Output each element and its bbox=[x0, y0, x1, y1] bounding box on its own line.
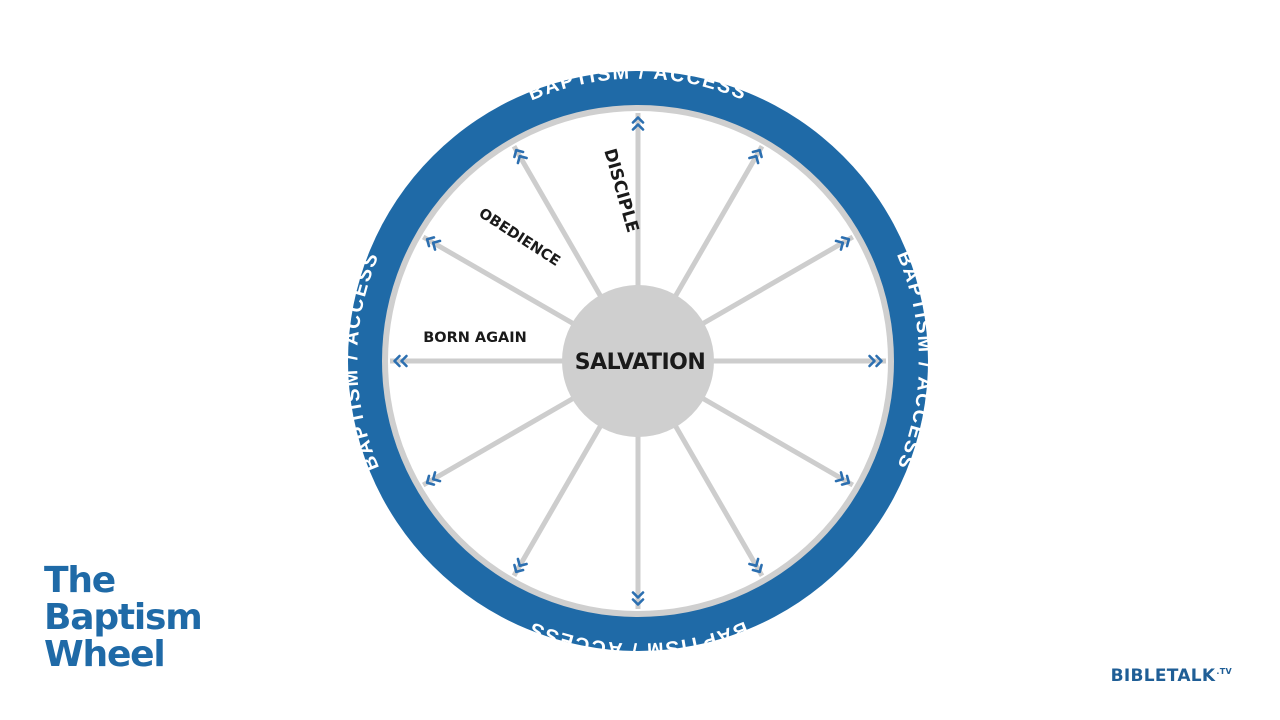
chevron-stroke bbox=[751, 148, 763, 159]
chevron-icon bbox=[868, 354, 883, 368]
spoke-6 bbox=[697, 234, 855, 329]
chevron-stroke bbox=[393, 354, 401, 368]
spokes-group bbox=[390, 113, 886, 609]
title-line-3: Wheel bbox=[44, 634, 166, 675]
chevron-icon bbox=[513, 557, 528, 574]
chevron-stroke bbox=[516, 154, 528, 165]
spoke-label-born-again: BORN AGAIN bbox=[423, 330, 527, 346]
chevron-stroke bbox=[631, 591, 645, 599]
spoke-2 bbox=[421, 234, 579, 329]
chevron-stroke bbox=[751, 563, 763, 574]
chevron-icon bbox=[834, 236, 851, 251]
brand-suffix: .TV bbox=[1216, 667, 1232, 676]
chevron-icon bbox=[748, 557, 763, 574]
chevron-icon bbox=[631, 116, 645, 131]
chevron-stroke bbox=[875, 354, 883, 368]
chevron-icon bbox=[834, 471, 851, 486]
chevron-stroke bbox=[840, 236, 851, 248]
chevron-stroke bbox=[400, 354, 408, 368]
chevron-stroke bbox=[631, 116, 645, 124]
chevron-stroke bbox=[516, 557, 528, 568]
chevron-icon bbox=[631, 591, 645, 606]
spoke-8 bbox=[697, 393, 855, 488]
chevron-stroke bbox=[748, 557, 760, 568]
spoke-5 bbox=[670, 144, 765, 302]
spoke-12 bbox=[421, 393, 579, 488]
chevron-stroke bbox=[631, 123, 645, 131]
spoke-11 bbox=[511, 420, 606, 578]
chevron-stroke bbox=[513, 563, 525, 574]
chevron-icon bbox=[425, 471, 442, 486]
chevron-stroke bbox=[425, 474, 436, 486]
chevron-icon bbox=[393, 354, 408, 368]
chevron-stroke bbox=[748, 154, 760, 165]
chevron-stroke bbox=[834, 471, 845, 483]
chevron-stroke bbox=[425, 236, 436, 248]
chevron-stroke bbox=[513, 148, 525, 159]
slide-title: The Baptism Wheel bbox=[44, 560, 203, 675]
title-line-1: The bbox=[44, 560, 116, 601]
bibletalk-logo: BIBLETALK.TV bbox=[1111, 666, 1232, 686]
chevron-stroke bbox=[834, 239, 845, 251]
brand-name: BIBLETALK bbox=[1110, 666, 1216, 686]
chevron-stroke bbox=[431, 239, 442, 251]
chevron-stroke bbox=[868, 354, 876, 368]
chevrons-group bbox=[393, 116, 883, 606]
chevron-stroke bbox=[631, 598, 645, 606]
chevron-stroke bbox=[431, 471, 442, 483]
spoke-9 bbox=[670, 420, 765, 578]
hub-label: SALVATION bbox=[575, 350, 706, 375]
title-line-2: Baptism bbox=[44, 597, 203, 638]
spoke-3 bbox=[511, 144, 606, 302]
chevron-icon bbox=[513, 148, 528, 165]
chevron-stroke bbox=[840, 474, 851, 486]
hub-circle bbox=[562, 285, 714, 437]
chevron-icon bbox=[748, 148, 763, 165]
chevron-icon bbox=[425, 236, 442, 251]
